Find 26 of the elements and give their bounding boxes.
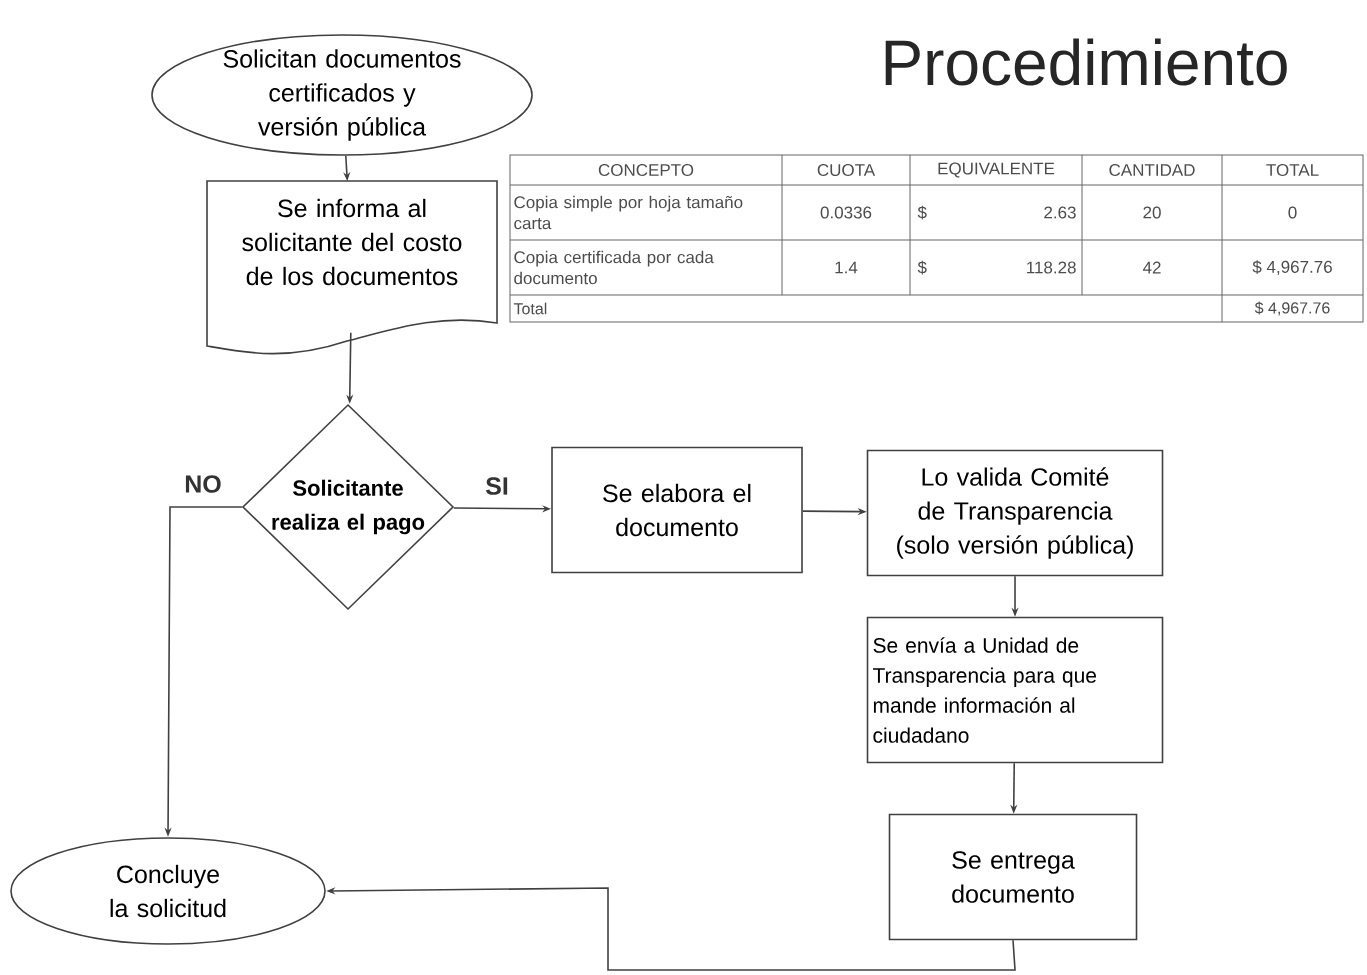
table-cell-text: $ 4,967.76	[1254, 301, 1330, 316]
table-cell-text: Copia certificada por cada documento	[514, 250, 714, 285]
table-cell-text: 2.63	[1044, 206, 1076, 219]
table-cell-text: 0	[1288, 206, 1297, 219]
process-box: Se envía a Unidad de Transparencia para que mande información al ciudadano	[866, 616, 1164, 764]
process-box: Lo valida Comité de Transparencia (solo versión pública)	[866, 449, 1164, 577]
table-cell-text: 1.4	[835, 261, 858, 274]
edge-label: NO	[182, 473, 224, 495]
table-cell-text: $ 4,967.76	[1252, 260, 1332, 275]
table-cell-text: 42	[1142, 261, 1161, 274]
table-cell-text: 0.0336	[820, 206, 872, 219]
table-cell-text: $	[917, 205, 927, 220]
title: Procedimiento	[885, 38, 1287, 86]
table-cell-text: Total	[513, 302, 547, 315]
table-cell-text: 118.28	[1027, 261, 1076, 274]
table-cell-text: Copia simple por hoja tamaño carta	[514, 195, 743, 230]
table-cell-text: CANTIDAD	[1109, 164, 1195, 177]
edge-label: SI	[483, 475, 511, 497]
process-box: Se elabora el documento	[551, 446, 803, 574]
table-cell-text: TOTAL	[1266, 164, 1319, 177]
table-cell-text: CUOTA	[817, 164, 876, 177]
process-box: Se entrega documento	[888, 813, 1138, 941]
table-cell-text: $	[917, 260, 927, 275]
table-cell-text: 20	[1143, 206, 1161, 219]
table-cell-text: EQUIVALENTE	[938, 162, 1055, 178]
table-cell-text: CONCEPTO	[598, 164, 694, 177]
